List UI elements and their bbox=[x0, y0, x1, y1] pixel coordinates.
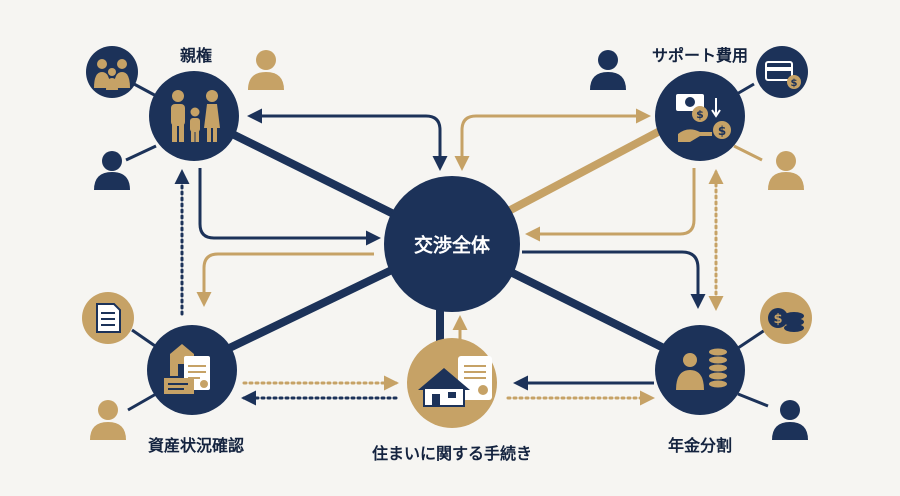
satellite-document bbox=[82, 292, 134, 344]
satellite-person-gold-2 bbox=[768, 151, 804, 190]
center-circle bbox=[384, 176, 520, 312]
satellite-person-navy-3 bbox=[772, 400, 808, 440]
house-document-icon bbox=[164, 344, 210, 394]
svg-text:$: $ bbox=[696, 108, 704, 121]
satellite-person-gold-3 bbox=[90, 400, 126, 440]
node-housing-label: 住まいに関する手続き bbox=[371, 444, 533, 463]
arrow-center-pension bbox=[522, 250, 706, 309]
person-icon bbox=[90, 400, 126, 440]
node-custody-label: 親権 bbox=[179, 46, 213, 65]
node-housing-circle bbox=[407, 338, 497, 428]
center-node bbox=[384, 176, 520, 312]
satellite-person-navy-1 bbox=[94, 151, 130, 190]
node-assets-circle bbox=[147, 325, 237, 415]
person-icon bbox=[94, 151, 130, 190]
family-icon bbox=[171, 90, 220, 142]
satellite-connectors bbox=[125, 82, 769, 412]
arrow-support-center bbox=[525, 168, 696, 242]
node-pension-circle bbox=[655, 325, 745, 415]
credit-card-icon: $ bbox=[765, 61, 801, 89]
person-icon bbox=[768, 151, 804, 190]
arrow-center-assets bbox=[196, 252, 374, 307]
arrow-custody-center bbox=[198, 168, 381, 246]
node-custody-circle bbox=[149, 71, 239, 161]
person-icon bbox=[248, 50, 284, 90]
house-document-icon bbox=[418, 356, 492, 407]
svg-text:$: $ bbox=[791, 78, 798, 89]
person-icon bbox=[772, 400, 808, 440]
document-icon bbox=[96, 303, 121, 333]
satellite-person-navy-2 bbox=[590, 50, 626, 90]
svg-text:$: $ bbox=[773, 312, 782, 327]
arrow-center-custody bbox=[247, 108, 448, 171]
coins-icon: $ bbox=[768, 308, 804, 332]
node-support-circle: $ $ bbox=[655, 71, 745, 161]
satellite-card: $ bbox=[756, 46, 808, 98]
person-icon bbox=[590, 50, 626, 90]
satellite-coins: $ bbox=[760, 292, 812, 344]
node-pension-label: 年金分割 bbox=[667, 436, 733, 455]
satellite-family bbox=[86, 46, 138, 98]
node-support-label: サポート費用 bbox=[651, 46, 749, 65]
node-assets-label: 資産状況確認 bbox=[147, 436, 245, 455]
coin-stack-person-icon bbox=[676, 348, 727, 390]
center-label: 交渉全体 bbox=[413, 234, 491, 257]
svg-text:$: $ bbox=[718, 124, 726, 138]
family-icon bbox=[94, 59, 130, 90]
satellite-person-gold-1 bbox=[248, 50, 284, 90]
arrow-center-support bbox=[454, 108, 651, 171]
money-transfer-icon: $ $ bbox=[676, 94, 731, 142]
